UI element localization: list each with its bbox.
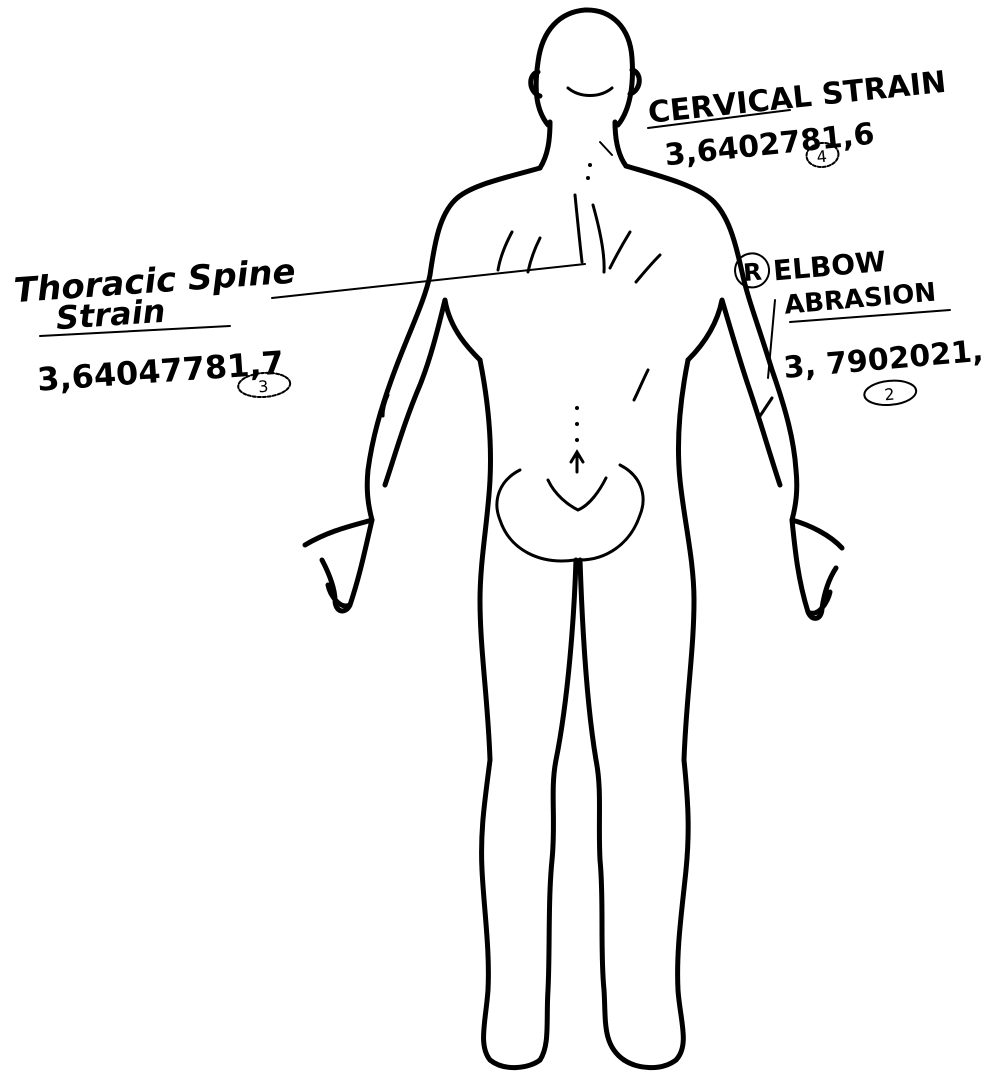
spine-dot [575, 422, 579, 426]
elbow-label-line1: ELBOW [772, 245, 888, 288]
right-leg-outer [624, 760, 688, 1068]
left-leg-inner [540, 560, 576, 1060]
left-waist [480, 360, 491, 760]
back-muscle-line-3 [610, 232, 630, 268]
thoracic-code: 3,64047781,7 [36, 344, 285, 399]
elbow-annotation: R ELBOW ABRASION 3, 7902021,1 2 [734, 232, 982, 417]
thoracic-circled-number: 3 [258, 377, 269, 397]
body-outline [305, 10, 842, 1068]
cervical-leader-line [600, 142, 612, 155]
spine-dot [588, 163, 592, 167]
thoracic-annotation: Thoracic Spine Strain 3,64047781,7 3 [13, 252, 304, 414]
upper-gluteal-fold [548, 478, 606, 510]
thoracic-label-line2: Strain [55, 292, 167, 338]
elbow-side-mark: R [742, 258, 763, 288]
neck-left [540, 122, 550, 168]
right-hand [792, 520, 842, 618]
spine-dot [575, 406, 579, 410]
left-hand [305, 520, 372, 611]
spine-dot [586, 176, 590, 180]
neck-right [615, 122, 626, 166]
back-muscle-line-2 [593, 205, 604, 272]
left-gluteal-line [497, 470, 575, 561]
right-gluteal-line [580, 465, 643, 560]
right-waist [678, 360, 694, 760]
cervical-label: CERVICAL STRAIN [646, 65, 947, 131]
right-elbow-mark [760, 398, 772, 416]
left-leg-outer [482, 760, 540, 1068]
elbow-circled-number: 2 [884, 385, 896, 405]
sacrum-arrow [571, 452, 583, 472]
back-muscle-line-1 [575, 195, 582, 262]
elbow-code: 3, 7902021,1 [782, 332, 982, 386]
left-inner-arm [385, 300, 480, 485]
back-muscle-line-4 [528, 238, 540, 272]
spine-dot [575, 438, 579, 442]
cervical-annotation: CERVICAL STRAIN 3,6402781,6 4 [646, 65, 953, 185]
back-muscle-line-5 [498, 232, 512, 270]
back-muscle-line-6 [636, 255, 660, 282]
head-outline [536, 10, 632, 125]
right-side-mark [634, 370, 648, 400]
right-leg-inner [580, 560, 624, 1060]
cervical-circled-number: 4 [816, 147, 828, 167]
hairline-curve [568, 88, 612, 96]
right-inner-arm [688, 300, 780, 485]
